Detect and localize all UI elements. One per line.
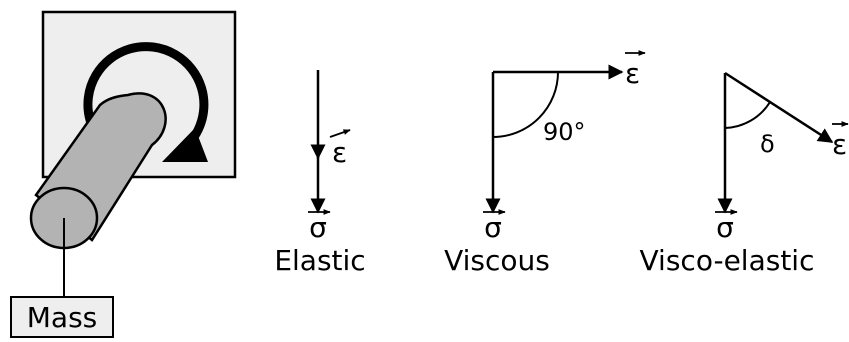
elastic-stress-symbol: σ — [309, 211, 327, 244]
viscous-diagram: 90° ε σ Viscous — [444, 50, 646, 277]
rotation-arrow-icon — [83, 42, 209, 154]
viscoelastic-strain-symbol: ε — [832, 128, 847, 161]
elastic-caption: Elastic — [274, 244, 365, 277]
elastic-diagram: ε σ Elastic — [274, 70, 366, 277]
viscous-caption: Viscous — [444, 244, 550, 277]
viscous-strain-symbol: ε — [625, 57, 640, 90]
rheometer-apparatus: Mass — [10, 10, 237, 338]
mass-label: Mass — [27, 301, 98, 334]
viscous-angle-arc — [492, 71, 559, 138]
mass-box — [10, 296, 114, 338]
rotation-arrowhead-icon — [162, 128, 208, 162]
viscous-stress-symbol: σ — [484, 211, 502, 244]
viscoelastic-angle-arc — [724, 101, 771, 129]
viscoelastic-strain-arrow — [724, 71, 834, 144]
elastic-strain-vector-arrow — [329, 129, 351, 138]
viscoelastic-angle-label: δ — [760, 130, 775, 158]
viscoelastic-stress-symbol: σ — [716, 211, 734, 244]
elastic-strain-symbol: ε — [332, 136, 347, 169]
viscoelastic-caption: Visco-elastic — [640, 244, 815, 277]
viscoelastic-diagram: δ ε σ Visco-elastic — [640, 71, 849, 277]
viscous-angle-label: 90° — [543, 118, 586, 146]
